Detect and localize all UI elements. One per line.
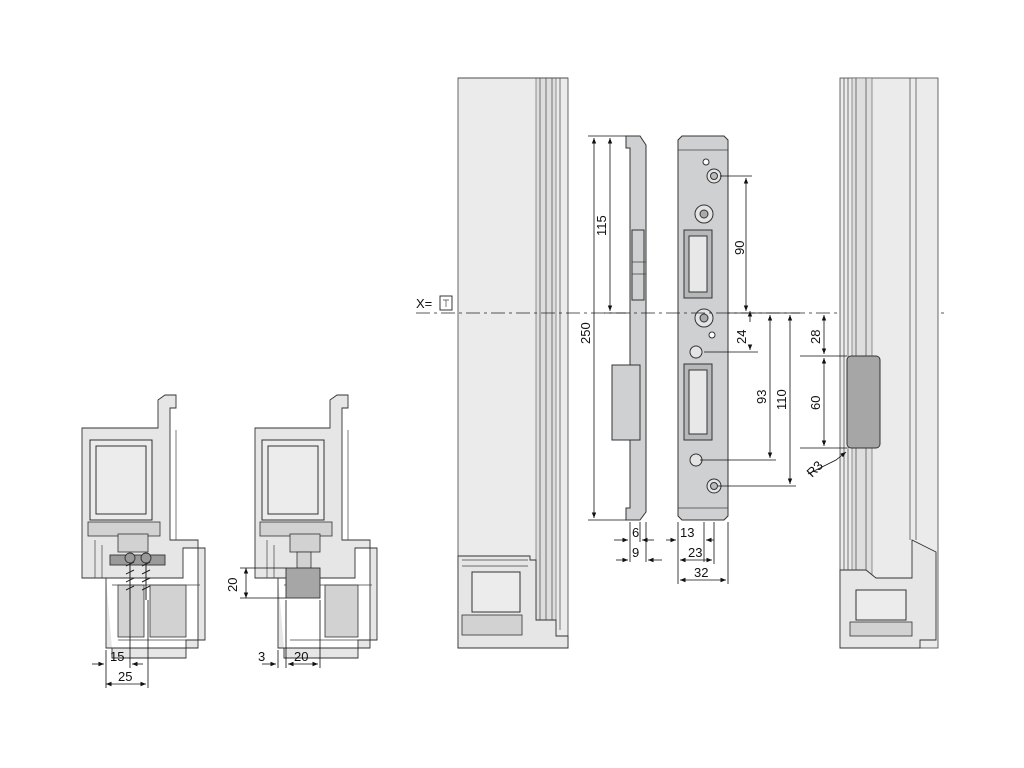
left-cross-section: [81, 394, 206, 659]
dim-23: 23: [688, 545, 702, 560]
milling-pocket: [846, 355, 881, 449]
dim-115: 115: [594, 215, 609, 236]
center-axis: X=: [416, 295, 944, 314]
dim-60: 60: [808, 396, 823, 410]
dim-20-horizontal: 20: [294, 649, 308, 664]
dim-93: 93: [754, 390, 769, 404]
dim-24: 24: [734, 330, 749, 344]
dim-13: 13: [680, 525, 694, 540]
dim-90: 90: [732, 241, 747, 255]
dim-9: 9: [632, 545, 639, 560]
dim-28: 28: [808, 330, 823, 344]
dim-32: 32: [694, 565, 708, 580]
dim-3: 3: [258, 649, 265, 664]
strike-plate-side-view: [611, 135, 647, 521]
middle-dimensions: 20 3 20: [225, 567, 321, 668]
left-dimensions: 15 25: [92, 600, 149, 688]
middle-cross-section: [254, 394, 378, 659]
dim-15: 15: [110, 649, 124, 664]
right-frame-elevation: [839, 77, 939, 649]
axis-label: X=: [416, 296, 432, 311]
dim-110: 110: [774, 389, 789, 410]
screws: [124, 552, 152, 600]
dim-6: 6: [632, 525, 639, 540]
strike-plate-dimensions: 250 115 90 24 93 110 6 9 13 23 32: [578, 135, 800, 584]
dim-20-vertical: 20: [225, 578, 240, 592]
dim-r3: R3: [804, 458, 826, 480]
dim-25: 25: [118, 669, 132, 684]
frame-elevation: [457, 77, 569, 649]
dim-250: 250: [578, 322, 593, 344]
strike-plate-front-view: [677, 135, 729, 521]
